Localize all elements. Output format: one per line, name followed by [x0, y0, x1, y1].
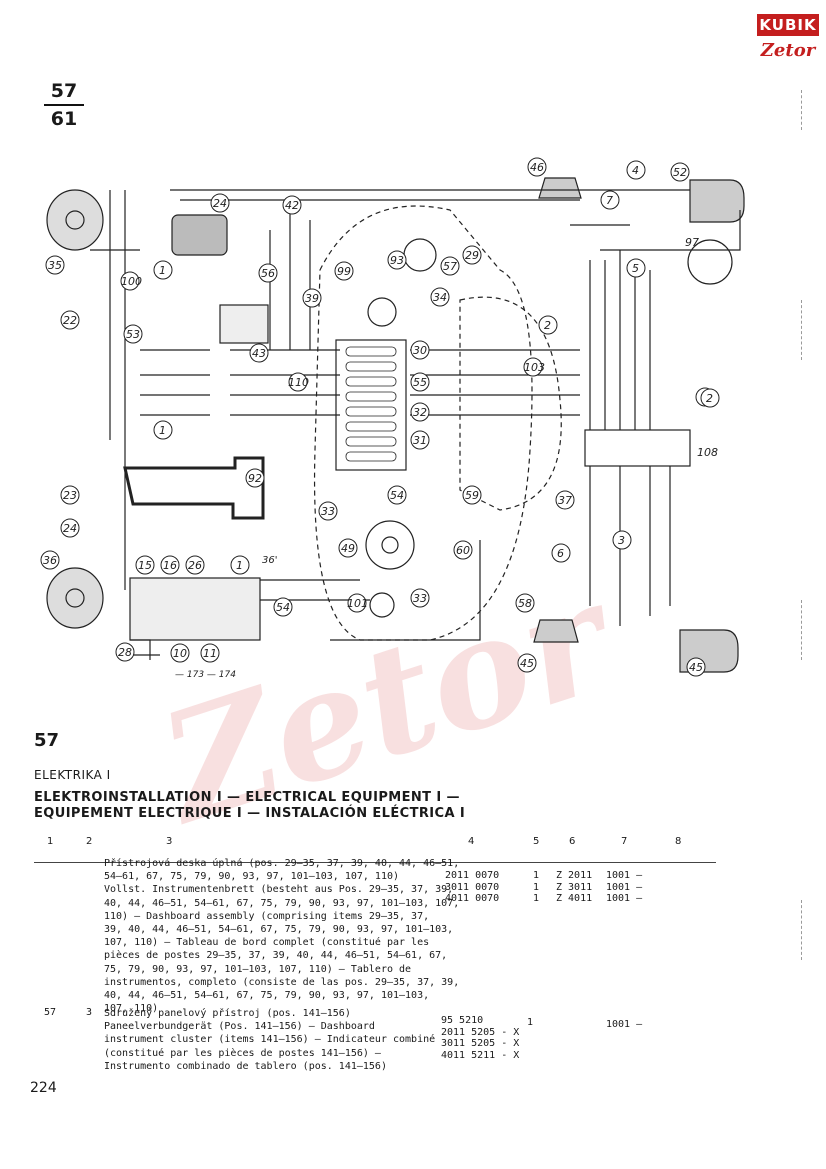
svg-text:36': 36'	[262, 555, 277, 566]
svg-text:11: 11	[203, 647, 217, 660]
svg-text:2: 2	[544, 319, 551, 332]
table-row-2-quantity: 1	[527, 1017, 534, 1028]
svg-text:59: 59	[465, 489, 479, 502]
svg-text:6: 6	[557, 547, 564, 560]
svg-text:16: 16	[163, 559, 177, 572]
column-header-5: 5	[533, 836, 540, 847]
svg-text:46: 46	[530, 161, 544, 174]
svg-text:42: 42	[285, 199, 299, 212]
svg-text:33: 33	[321, 505, 335, 518]
table-row-2-part-numbers: 95 5210 2011 5205 - X 3011 5205 - X 4011…	[441, 1015, 520, 1061]
section-title-cz: ELEKTRIKA I	[34, 768, 111, 782]
svg-text:3: 3	[618, 534, 625, 547]
svg-text:39: 39	[305, 292, 319, 305]
svg-text:4: 4	[632, 164, 639, 177]
svg-text:54: 54	[390, 489, 404, 502]
wiring-diagram: 46 52 4 7 24 42 1 100 22 53 35 56 39 93 …	[40, 157, 745, 680]
svg-text:49: 49	[341, 542, 355, 555]
svg-text:56: 56	[261, 267, 275, 280]
section-title-line1: ELEKTROINSTALLATION I — ELECTRICAL EQUIP…	[34, 790, 460, 805]
svg-text:23: 23	[63, 489, 77, 502]
svg-text:7: 7	[606, 194, 613, 207]
svg-text:28: 28	[118, 646, 132, 659]
binding-mark	[801, 900, 812, 960]
binding-mark	[801, 600, 812, 660]
column-header-2: 2	[86, 836, 93, 847]
logo-top-text: KUBIK	[757, 14, 819, 36]
table-row-2-description: Sdružený panelový přístroj (pos. 141—156…	[104, 1008, 436, 1072]
table-row-2-col1: 57	[44, 1007, 57, 1018]
svg-text:22: 22	[63, 314, 77, 327]
column-header-7: 7	[621, 836, 628, 847]
svg-text:52: 52	[673, 166, 687, 179]
header-divider	[34, 862, 716, 863]
svg-text:2: 2	[706, 392, 713, 405]
svg-text:58: 58	[518, 597, 532, 610]
page-number: 224	[30, 1080, 57, 1096]
svg-text:24: 24	[63, 522, 77, 535]
svg-text:55: 55	[413, 376, 427, 389]
svg-text:93: 93	[390, 254, 404, 267]
column-header-8: 8	[675, 836, 682, 847]
svg-text:60: 60	[456, 544, 470, 557]
svg-text:33: 33	[413, 592, 427, 605]
column-header-3: 3	[166, 836, 173, 847]
column-header-6: 6	[569, 836, 576, 847]
svg-text:30: 30	[413, 344, 427, 357]
svg-text:99: 99	[337, 265, 351, 278]
svg-text:97: 97	[685, 236, 699, 249]
svg-text:103: 103	[524, 361, 545, 374]
svg-text:100: 100	[121, 275, 142, 288]
svg-text:45: 45	[689, 661, 703, 674]
svg-text:45: 45	[520, 657, 534, 670]
table-row-2-code: 1001 —	[606, 1019, 643, 1030]
logo-bottom-text: Zetor	[760, 40, 816, 61]
fraction-numerator: 57	[44, 80, 84, 106]
svg-text:32: 32	[413, 406, 427, 419]
svg-text:92: 92	[248, 472, 262, 485]
svg-text:108: 108	[697, 446, 718, 459]
table-row-1-description: Přístrojová deska úplná (pos. 29—35, 37,…	[104, 858, 460, 1015]
svg-text:37: 37	[558, 494, 572, 507]
svg-text:36: 36	[43, 554, 57, 567]
svg-text:5: 5	[632, 262, 639, 275]
section-title-line2: EQUIPEMENT ELECTRIQUE I — INSTALACIÓN EL…	[34, 806, 466, 821]
svg-text:101: 101	[347, 597, 368, 610]
svg-text:29: 29	[465, 249, 479, 262]
binding-mark	[801, 300, 812, 360]
column-header-1: 1	[47, 836, 54, 847]
table-row-1-code: 1001 — 1001 — 1001 —	[606, 870, 643, 905]
svg-text:1: 1	[159, 264, 166, 277]
svg-text:26: 26	[188, 559, 202, 572]
svg-text:— 173 — 174: — 173 — 174	[175, 670, 236, 680]
section-number: 57	[34, 730, 60, 751]
svg-text:1: 1	[236, 559, 243, 572]
page-fraction: 57 61	[44, 80, 84, 130]
svg-text:15: 15	[138, 559, 152, 572]
svg-text:53: 53	[126, 328, 140, 341]
svg-text:1: 1	[159, 424, 166, 437]
svg-text:43: 43	[252, 347, 266, 360]
table-row-2-col2: 3	[86, 1007, 93, 1018]
fraction-denominator: 61	[50, 108, 78, 130]
svg-text:10: 10	[173, 647, 187, 660]
svg-text:54: 54	[276, 601, 290, 614]
table-row-1-model: Z 2011 Z 3011 Z 4011	[556, 870, 593, 905]
svg-text:110: 110	[288, 376, 309, 389]
binding-mark	[801, 90, 812, 130]
svg-text:31: 31	[413, 434, 427, 447]
svg-text:34: 34	[433, 291, 447, 304]
svg-text:35: 35	[48, 259, 62, 272]
table-row-1-part-numbers: 2011 0070 3011 0070 4011 0070	[445, 870, 500, 905]
svg-text:57: 57	[443, 260, 457, 273]
kubik-zetor-logo: KUBIK Zetor	[757, 14, 819, 72]
table-row-1-quantity: 1 1 1	[533, 870, 540, 905]
column-header-4: 4	[468, 836, 475, 847]
svg-text:24: 24	[213, 197, 227, 210]
